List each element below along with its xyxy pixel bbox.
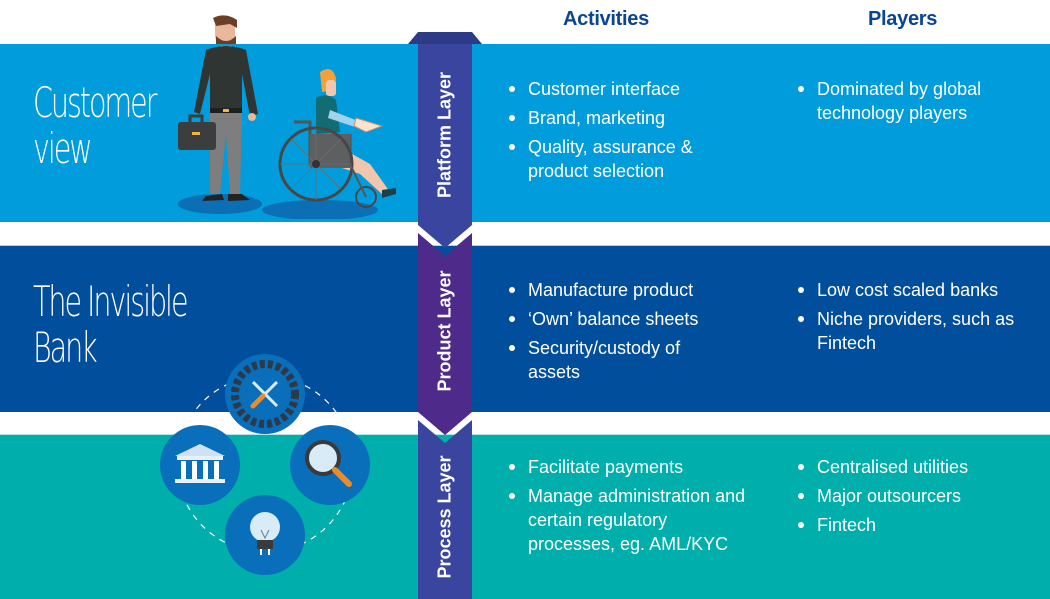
players-column-header: Players <box>868 8 938 30</box>
process-layer-label: Process Layer <box>434 454 455 579</box>
platform-layer-tab: Platform Layer <box>418 44 472 226</box>
platform-players-list: Dominated by global technology players <box>795 77 1015 130</box>
list-item: Brand, marketing <box>506 106 716 130</box>
process-players-list: Centralised utilities Major outsourcers … <box>795 455 968 542</box>
title-line: The Invisible <box>33 277 189 326</box>
product-layer-tab: Product Layer <box>418 246 472 416</box>
platform-activities-list: Customer interface Brand, marketing Qual… <box>506 77 716 188</box>
title-line: Bank <box>33 323 98 372</box>
title-line: Customer <box>33 78 157 127</box>
product-layer-label: Product Layer <box>434 270 455 392</box>
platform-band: Customer view Customer interface Brand, … <box>0 44 1050 222</box>
product-players-list: Low cost scaled banks Niche providers, s… <box>795 278 1025 360</box>
list-item: Security/custody of assets <box>506 336 706 384</box>
list-item: Fintech <box>795 513 968 537</box>
list-item: Quality, assurance & product selection <box>506 135 716 183</box>
list-item: Centralised utilities <box>795 455 968 479</box>
product-band: The Invisible Bank Manufacture product ‘… <box>0 245 1050 412</box>
lightbulb-icon <box>225 495 305 575</box>
customer-view-title: Customer view <box>33 78 157 173</box>
process-layer-tab: Process Layer <box>418 434 472 599</box>
list-item: Major outsourcers <box>795 484 968 508</box>
tools-gear-icon <box>225 354 305 434</box>
list-item: Customer interface <box>506 77 716 101</box>
list-item: Niche providers, such as Fintech <box>795 307 1025 355</box>
platform-layer-label: Platform Layer <box>434 71 455 199</box>
arrow-head-top <box>408 32 482 44</box>
woman-in-wheelchair-icon <box>278 69 396 208</box>
list-item: Manage administration and certain regula… <box>506 484 756 556</box>
people-icon <box>178 15 396 219</box>
man-with-briefcase-icon <box>178 15 258 201</box>
invisible-bank-title: The Invisible Bank <box>33 277 189 372</box>
list-item: Low cost scaled banks <box>795 278 1025 302</box>
process-activities-list: Facilitate payments Manage administratio… <box>506 455 756 561</box>
list-item: Facilitate payments <box>506 455 756 479</box>
magnifier-icon <box>290 425 370 505</box>
list-item: Manufacture product <box>506 278 706 302</box>
bank-building-icon <box>160 425 240 505</box>
list-item: ‘Own’ balance sheets <box>506 307 706 331</box>
list-item: Dominated by global technology players <box>795 77 1015 125</box>
activities-column-header: Activities <box>563 8 649 30</box>
icon-cluster <box>160 354 370 575</box>
title-line: view <box>33 124 93 173</box>
product-activities-list: Manufacture product ‘Own’ balance sheets… <box>506 278 706 389</box>
